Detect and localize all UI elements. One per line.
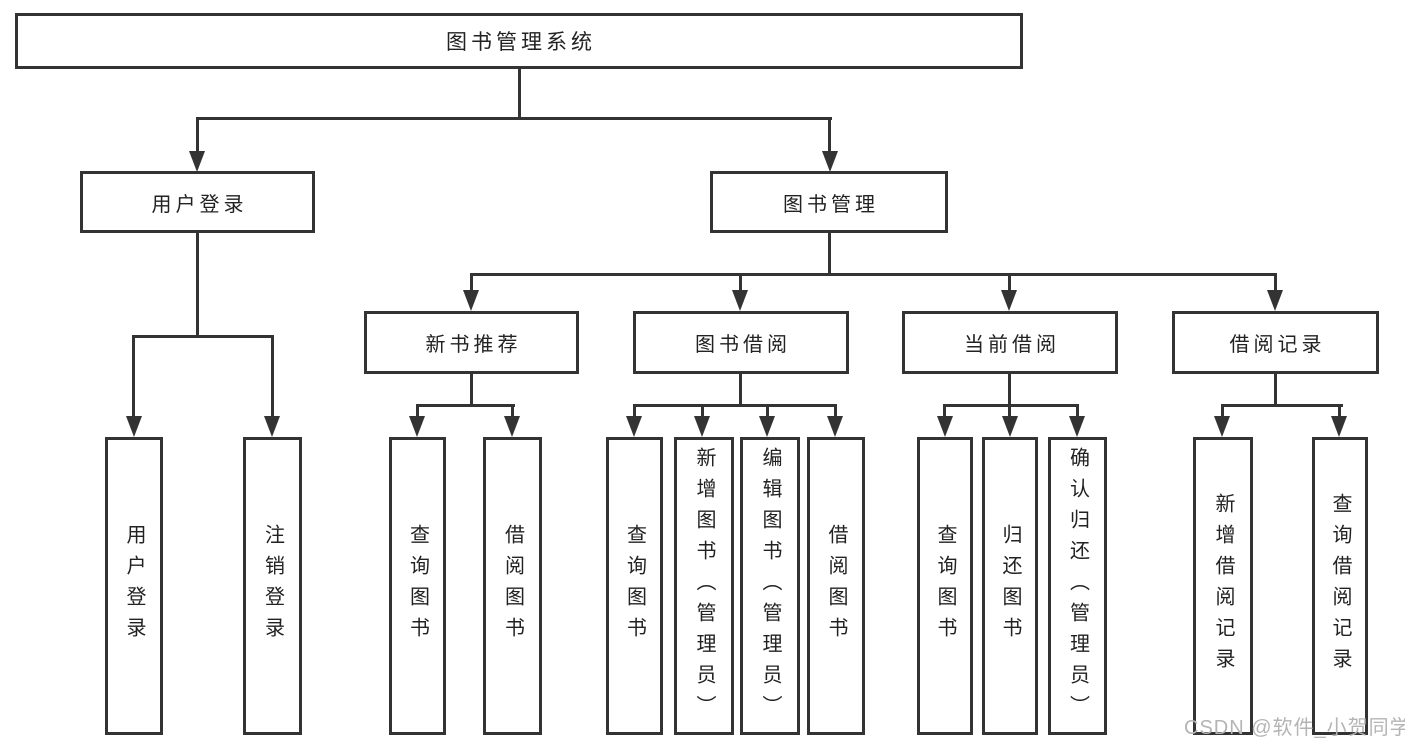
leaf-edit-books-admin: 编辑图书（管理员）	[740, 437, 800, 735]
connector-segment	[1008, 404, 1011, 419]
leaf-add-borrow-record: 新增借阅记录	[1193, 437, 1253, 735]
connector-segment	[1221, 404, 1224, 419]
node-borrowing-records: 借阅记录	[1172, 311, 1379, 374]
connector-segment	[739, 374, 742, 407]
node-label: 查询图书	[623, 524, 646, 648]
leaf-logout: 注销登录	[243, 437, 302, 735]
node-label: 用户登录	[151, 193, 248, 216]
node-label: 查询图书	[934, 524, 956, 648]
node-label: 图书借阅	[695, 334, 791, 356]
node-label: 确认归还（管理员）	[1066, 446, 1089, 726]
connector-segment	[132, 335, 274, 338]
node-label: 新增图书（管理员）	[693, 446, 715, 726]
connector-segment	[943, 404, 1079, 407]
node-label: 借阅图书	[825, 524, 847, 648]
arrow-down-icon	[1331, 416, 1347, 437]
arrow-down-icon	[504, 416, 520, 437]
arrow-down-icon	[822, 151, 838, 172]
arrow-down-icon	[189, 151, 205, 172]
node-label: 编辑图书（管理员）	[759, 446, 781, 726]
arrow-down-icon	[937, 416, 953, 437]
leaf-confirm-return-admin: 确认归还（管理员）	[1048, 437, 1107, 735]
node-label: 当前借阅	[964, 334, 1060, 356]
leaf-query-borrow-record: 查询借阅记录	[1312, 437, 1368, 735]
leaf-user-login: 用户登录	[105, 437, 163, 735]
watermark-csdn: CSDN @软件_小贺同学	[1184, 717, 1405, 739]
arrow-down-icon	[759, 416, 775, 437]
node-label: 借阅图书	[501, 524, 524, 648]
connector-segment	[1274, 273, 1277, 293]
node-new-book-recommendation: 新书推荐	[364, 311, 579, 374]
connector-segment	[739, 273, 742, 293]
connector-segment	[196, 117, 832, 120]
connector-segment	[828, 117, 831, 155]
node-label: 注销登录	[261, 524, 284, 648]
node-book-borrowing: 图书借阅	[633, 311, 849, 374]
arrow-down-icon	[1069, 416, 1085, 437]
node-label: 新增借阅记录	[1212, 493, 1234, 679]
node-library-management-system: 图书管理系统	[15, 13, 1023, 69]
connector-segment	[416, 404, 515, 407]
node-label: 归还图书	[999, 524, 1021, 648]
leaf-add-books-admin: 新增图书（管理员）	[674, 437, 734, 735]
node-label: 图书管理	[783, 193, 879, 216]
connector-segment	[1008, 273, 1011, 293]
node-label: 查询图书	[406, 524, 429, 648]
connector-segment	[1221, 404, 1343, 407]
node-label: 图书管理系统	[446, 31, 596, 54]
arrow-down-icon	[827, 416, 843, 437]
node-label: 用户登录	[123, 524, 145, 648]
node-book-management: 图书管理	[710, 171, 948, 233]
leaf-borrow-books: 借阅图书	[807, 437, 865, 735]
leaf-return-books: 归还图书	[982, 437, 1038, 735]
connector-segment	[1008, 374, 1011, 407]
arrow-down-icon	[409, 416, 425, 437]
connector-segment	[470, 273, 1277, 276]
leaf-query-books-borrowing: 查询图书	[606, 437, 663, 735]
connector-segment	[470, 374, 473, 407]
connector-segment	[701, 404, 704, 419]
connector-segment	[1338, 404, 1341, 419]
leaf-query-books-current: 查询图书	[917, 437, 973, 735]
node-current-borrowing: 当前借阅	[902, 311, 1118, 374]
node-label: 查询借阅记录	[1329, 493, 1351, 679]
node-label: 借阅记录	[1229, 334, 1326, 356]
arrow-down-icon	[264, 416, 280, 437]
connector-segment	[828, 233, 831, 276]
arrow-down-icon	[1002, 416, 1018, 437]
connector-segment	[633, 404, 837, 407]
leaf-borrow-books-recommend: 借阅图书	[483, 437, 542, 735]
arrow-down-icon	[694, 416, 710, 437]
connector-segment	[196, 233, 199, 338]
connector-segment	[470, 273, 473, 293]
connector-segment	[633, 404, 636, 419]
node-user-login: 用户登录	[80, 171, 315, 233]
arrow-down-icon	[463, 290, 479, 311]
connector-segment	[511, 404, 514, 419]
connector-segment	[196, 117, 199, 155]
leaf-query-books-recommend: 查询图书	[389, 437, 446, 735]
connector-segment	[834, 404, 837, 419]
connector-segment	[132, 335, 135, 419]
connector-segment	[1076, 404, 1079, 419]
arrow-down-icon	[626, 416, 642, 437]
connector-segment	[416, 404, 419, 419]
arrow-down-icon	[1267, 290, 1283, 311]
connector-segment	[766, 404, 769, 419]
arrow-down-icon	[126, 416, 142, 437]
connector-segment	[518, 69, 521, 119]
node-label: 新书推荐	[425, 334, 522, 356]
arrow-down-icon	[732, 290, 748, 311]
connector-segment	[271, 335, 274, 419]
connector-segment	[943, 404, 946, 419]
arrow-down-icon	[1214, 416, 1230, 437]
arrow-down-icon	[1001, 290, 1017, 311]
connector-segment	[1274, 374, 1277, 407]
